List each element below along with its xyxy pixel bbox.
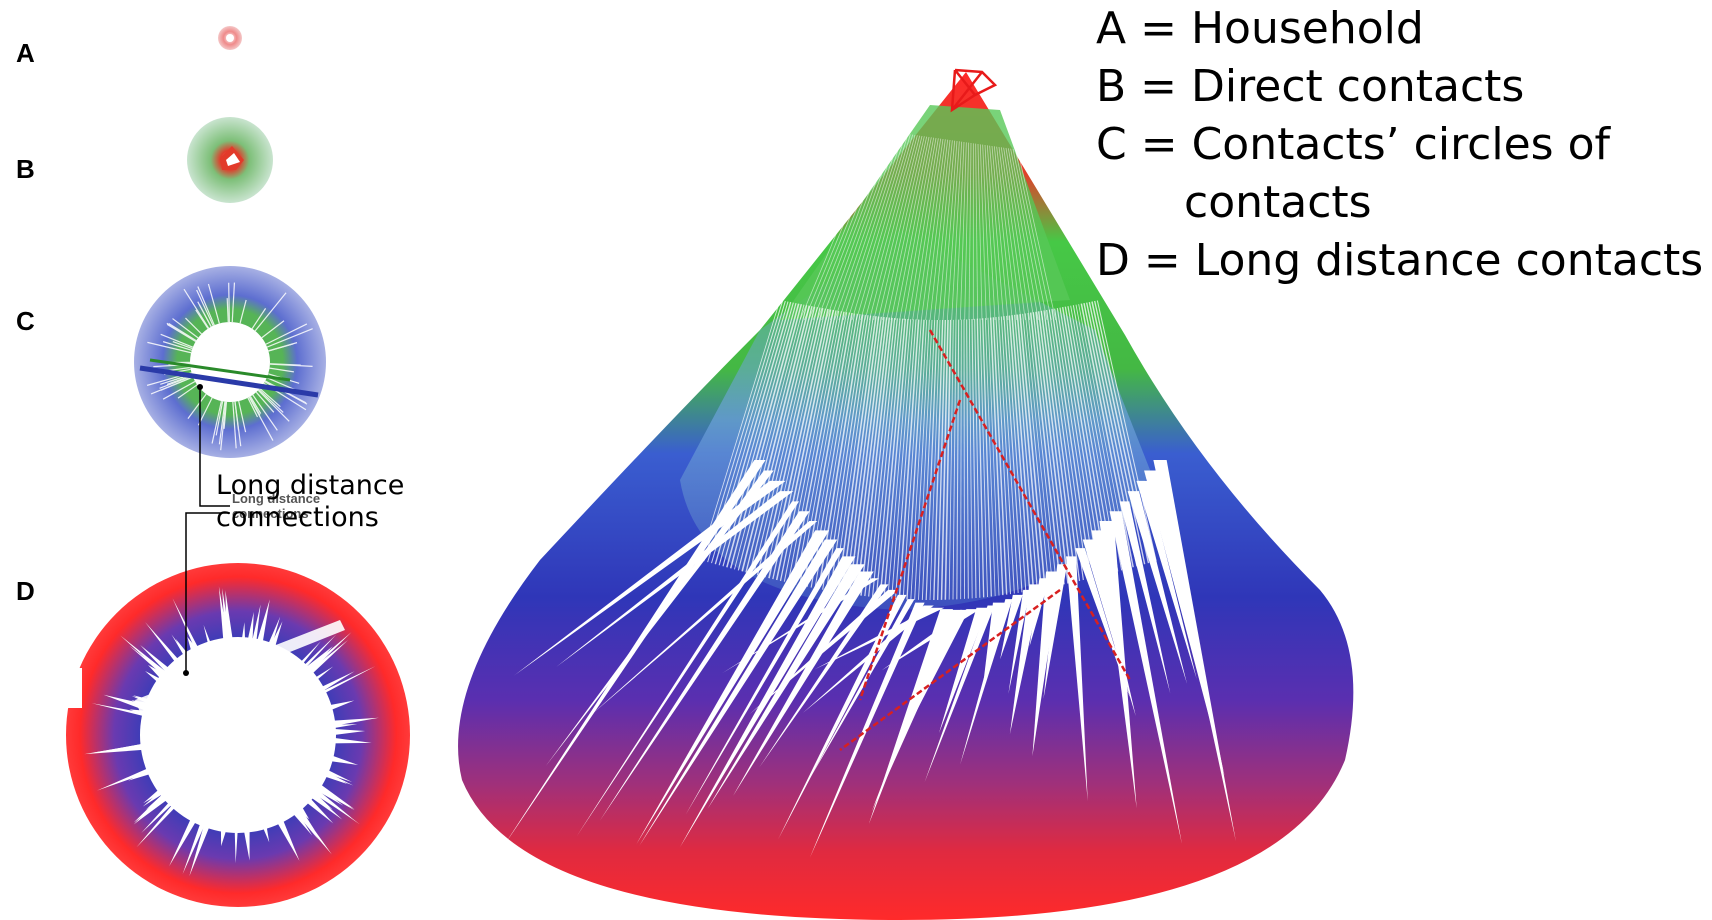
legend-item-d: D = Long distance contacts <box>1096 232 1708 290</box>
callout-line2: connections <box>216 502 404 534</box>
contacts-circles-ring <box>134 266 326 458</box>
legend: A = Household B = Direct contacts C = Co… <box>1096 0 1708 290</box>
panel-label-c: C <box>16 308 35 334</box>
legend-item-a: A = Household <box>1096 0 1708 58</box>
long-distance-ring <box>60 563 410 907</box>
spoke-line <box>229 283 230 322</box>
legend-item-c-continued: contacts <box>1096 174 1708 232</box>
panel-label-d: D <box>16 578 35 604</box>
panel-label-a: A <box>16 40 35 66</box>
stripe-line <box>964 319 965 598</box>
household-node <box>218 26 242 50</box>
legend-item-c: C = Contacts’ circles of <box>1096 116 1708 174</box>
direct-contacts-ring <box>187 117 273 203</box>
panel-label-b: B <box>16 156 35 182</box>
callout-line1: Long distance <box>216 470 404 502</box>
long-distance-callout: Long distance connections <box>216 470 404 534</box>
legend-item-b: B = Direct contacts <box>1096 58 1708 116</box>
